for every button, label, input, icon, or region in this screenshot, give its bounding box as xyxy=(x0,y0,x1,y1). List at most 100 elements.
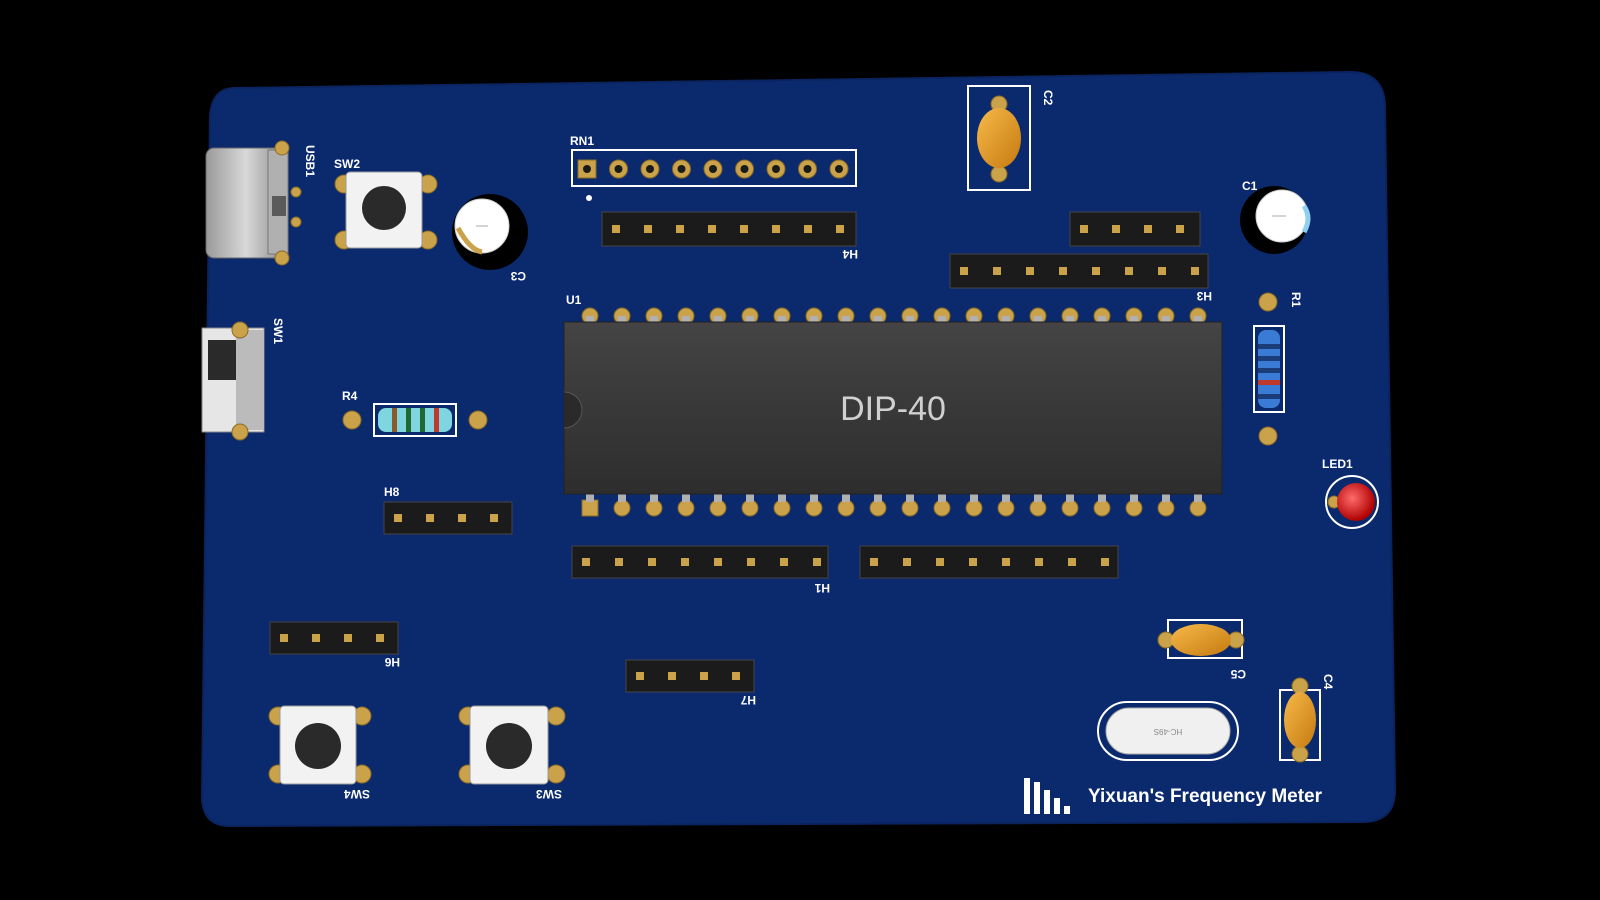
resistor-r4[interactable] xyxy=(342,403,488,437)
rn1-label: RN1 xyxy=(570,134,594,148)
header-pin xyxy=(490,514,498,522)
header-pin xyxy=(644,225,652,233)
dip-pad xyxy=(1093,499,1111,517)
dip-pin xyxy=(682,316,690,324)
tactile-switch-sw4[interactable] xyxy=(268,705,372,785)
header-pin xyxy=(747,558,755,566)
header-pin xyxy=(582,558,590,566)
dip-pin xyxy=(970,316,978,324)
ceramic-cap-c2[interactable] xyxy=(967,85,1031,191)
header-pin xyxy=(1125,267,1133,275)
led1-label: LED1 xyxy=(1322,457,1353,471)
dip-pin xyxy=(618,494,626,502)
header-pin xyxy=(394,514,402,522)
resistor-r1[interactable] xyxy=(1253,292,1285,446)
dip-pin xyxy=(778,494,786,502)
usb-connector[interactable] xyxy=(205,140,302,266)
sparkle-logo-icon xyxy=(1024,778,1070,814)
dip-pin xyxy=(906,316,914,324)
dip-pad xyxy=(677,499,695,517)
rn1-pad-hole xyxy=(835,165,843,173)
dip-pad xyxy=(869,499,887,517)
dip-pin xyxy=(906,494,914,502)
c1-label: C1 xyxy=(1242,179,1258,193)
header-pin xyxy=(668,672,676,680)
resistor-network-rn1[interactable] xyxy=(571,149,857,187)
header-pin xyxy=(1191,267,1199,275)
slide-switch[interactable] xyxy=(201,321,265,441)
header-pin xyxy=(376,634,384,642)
header-pin xyxy=(708,225,716,233)
header-pin xyxy=(813,558,821,566)
dip-pad xyxy=(965,499,983,517)
u1-label: U1 xyxy=(566,293,582,307)
header-pin xyxy=(870,558,878,566)
dip-pin xyxy=(1162,316,1170,324)
header-pin xyxy=(676,225,684,233)
dip-pin xyxy=(650,494,658,502)
led-indicator[interactable] xyxy=(1325,475,1379,529)
dip-pin xyxy=(938,316,946,324)
header-pin xyxy=(615,558,623,566)
dip-pin xyxy=(810,494,818,502)
header-pin xyxy=(1002,558,1010,566)
dip-pin xyxy=(714,316,722,324)
header-pin xyxy=(960,267,968,275)
sw3-label: SW3 xyxy=(536,787,562,801)
h4-label: H4 xyxy=(842,247,858,261)
r4-label: R4 xyxy=(342,389,358,403)
pin-header-h3[interactable] xyxy=(949,253,1209,289)
dip-pin xyxy=(746,316,754,324)
tactile-switch-sw2[interactable] xyxy=(334,171,438,250)
rn1-pad-hole xyxy=(677,165,686,173)
dip-pin xyxy=(618,316,626,324)
ceramic-cap-c4[interactable] xyxy=(1279,677,1321,763)
rn1-pad-hole xyxy=(646,165,654,173)
dip-pad xyxy=(805,499,823,517)
header-pin xyxy=(714,558,722,566)
dip-pin xyxy=(586,316,594,324)
pin-header-h1[interactable] xyxy=(571,545,829,579)
header-pin xyxy=(312,634,320,642)
dip-pad xyxy=(773,499,791,517)
header-pin xyxy=(1035,558,1043,566)
dip-pin xyxy=(1034,494,1042,502)
header-pin xyxy=(1101,558,1109,566)
header-pin xyxy=(1080,225,1088,233)
header-pin xyxy=(700,672,708,680)
dip-pin xyxy=(874,316,882,324)
electrolytic-cap-c3[interactable] xyxy=(452,194,528,270)
dip-pad xyxy=(709,499,727,517)
dip-pad xyxy=(1029,499,1047,517)
dip-pin xyxy=(714,494,722,502)
pin1-marker xyxy=(586,195,592,201)
dip-pin xyxy=(1098,494,1106,502)
header-pin xyxy=(732,672,740,680)
header-pin xyxy=(1092,267,1100,275)
header-pin xyxy=(458,514,466,522)
rn1-pad-hole xyxy=(614,165,623,173)
dip40-chip[interactable] xyxy=(563,321,1223,495)
dip-pin xyxy=(1066,494,1074,502)
dip-pin xyxy=(1162,494,1170,502)
crystal-oscillator[interactable] xyxy=(1097,701,1239,761)
dip-pin xyxy=(1130,494,1138,502)
c3-label: C3 xyxy=(510,269,526,283)
header-pin xyxy=(1176,225,1184,233)
c5-label: C5 xyxy=(1230,667,1246,681)
electrolytic-cap-c1[interactable] xyxy=(1240,186,1311,254)
dip-pin xyxy=(938,494,946,502)
header-pin xyxy=(636,672,644,680)
header-pin xyxy=(344,634,352,642)
pin-header-h5[interactable] xyxy=(859,545,1119,579)
board-title: Yixuan's Frequency Meter xyxy=(1088,786,1323,807)
h3-label: H3 xyxy=(1196,289,1212,303)
tactile-switch-sw3[interactable] xyxy=(458,705,566,785)
ceramic-cap-c5[interactable] xyxy=(1157,619,1245,659)
header-pin xyxy=(1026,267,1034,275)
pin-header-h4[interactable] xyxy=(601,211,857,247)
crystal-label: HC-49S xyxy=(1154,727,1182,736)
dip-pin xyxy=(842,316,850,324)
dip-pad xyxy=(997,499,1015,517)
